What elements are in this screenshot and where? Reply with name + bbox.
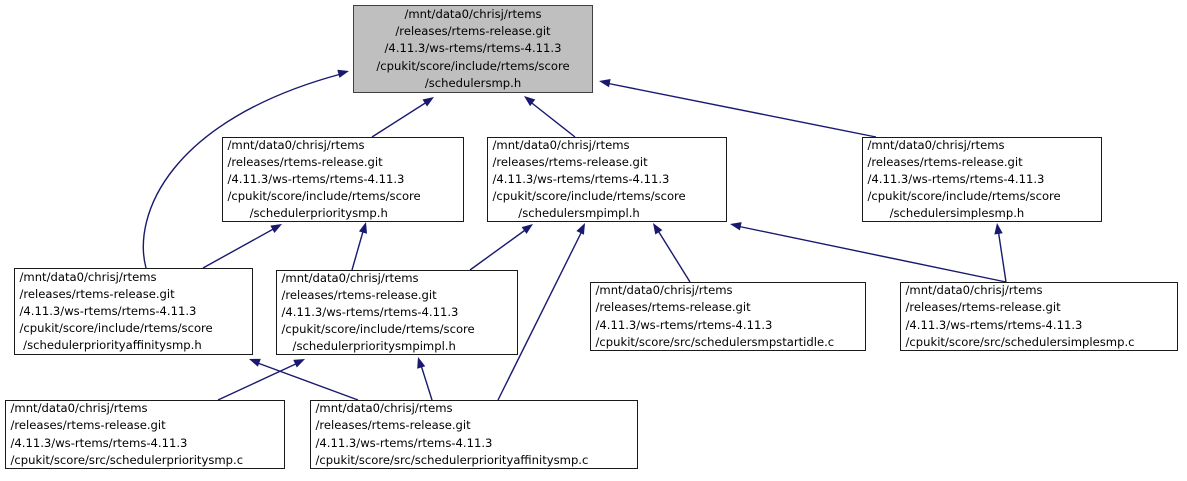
node-text-line: /mnt/data0/chrisj/rtems <box>227 137 365 152</box>
node-text-line: /releases/rtems-release.git <box>19 286 175 301</box>
graph-node-schedulerprioritysmp-h[interactable]: /mnt/data0/chrisj/rtems/releases/rtems-r… <box>222 137 464 222</box>
graph-node-schedulersimplesmp-h[interactable]: /mnt/data0/chrisj/rtems/releases/rtems-r… <box>862 137 1102 222</box>
edge-schedulersimplesmp-c-to-schedulersmpimpl-h <box>736 225 1007 283</box>
node-text-line: /releases/rtems-release.git <box>315 418 471 433</box>
node-text-line: /mnt/data0/chrisj/rtems <box>492 137 630 152</box>
node-text-line: /4.11.3/ws-rtems/rtems-4.11.3 <box>492 171 670 186</box>
arrowhead-icon <box>524 96 536 107</box>
arrowhead-icon <box>249 358 261 367</box>
edge-schedulersmpstartidle-c-to-schedulersmpimpl-h <box>656 228 691 283</box>
node-text-line: /mnt/data0/chrisj/rtems <box>281 270 419 285</box>
arrowhead-icon <box>521 224 533 234</box>
node-text-line: /schedulersimplesmp.h <box>867 206 1025 221</box>
node-text-line: /cpukit/score/include/rtems/score <box>19 321 213 336</box>
node-text-line: /mnt/data0/chrisj/rtems <box>19 269 157 284</box>
node-text-line: /4.11.3/ws-rtems/rtems-4.11.3 <box>227 171 405 186</box>
arrowhead-icon <box>576 223 585 235</box>
edge-schedulerpriorityaffinitysmp-c-to-schedulerprioritysmpimpl-h <box>419 361 433 401</box>
node-text-line: /releases/rtems-release.git <box>395 24 551 39</box>
arrowhead-icon <box>358 222 368 234</box>
node-text-line: /releases/rtems-release.git <box>227 154 383 169</box>
node-text-line: /cpukit/score/include/rtems/score <box>492 189 686 204</box>
node-text-line: /cpukit/score/include/rtems/score <box>281 322 475 337</box>
node-text-line: /mnt/data0/chrisj/rtems <box>315 401 453 416</box>
graph-node-schedulersmp-h[interactable]: /mnt/data0/chrisj/rtems/releases/rtems-r… <box>353 5 593 93</box>
node-text-line: /cpukit/score/include/rtems/score <box>867 189 1061 204</box>
arrowhead-icon <box>417 357 426 369</box>
graph-node-schedulersimplesmp-c[interactable]: /mnt/data0/chrisj/rtems/releases/rtems-r… <box>900 282 1178 351</box>
arrowhead-icon <box>422 97 434 107</box>
arrowhead-icon <box>994 223 1003 235</box>
node-text-line: /cpukit/score/include/rtems/score <box>376 58 570 73</box>
arrowhead-icon <box>293 359 305 368</box>
graph-node-schedulerprioritysmpimpl-h[interactable]: /mnt/data0/chrisj/rtems/releases/rtems-r… <box>276 270 518 355</box>
arrowhead-icon <box>653 223 663 235</box>
node-text-line: /cpukit/score/src/schedulersmpstartidle.… <box>595 334 835 349</box>
edge-schedulerprioritysmp-h-to-schedulersmp-h <box>371 99 431 138</box>
node-text-line: /mnt/data0/chrisj/rtems <box>905 283 1043 298</box>
edge-schedulerprioritysmpimpl-h-to-schedulersmpimpl-h <box>469 227 529 271</box>
node-text-line: /schedulerprioritysmp.h <box>227 206 388 221</box>
node-text-line: /4.11.3/ws-rtems/rtems-4.11.3 <box>595 317 773 332</box>
node-text-line: /4.11.3/ws-rtems/rtems-4.11.3 <box>315 435 493 450</box>
graph-node-schedulerpriorityaffinitysmp-h[interactable]: /mnt/data0/chrisj/rtems/releases/rtems-r… <box>14 268 253 355</box>
node-text-line: /releases/rtems-release.git <box>595 300 751 315</box>
node-text-line: /4.11.3/ws-rtems/rtems-4.11.3 <box>905 317 1083 332</box>
edge-schedulerprioritysmpimpl-h-to-schedulerprioritysmp-h <box>351 227 365 271</box>
graph-node-schedulersmpstartidle-c[interactable]: /mnt/data0/chrisj/rtems/releases/rtems-r… <box>590 282 866 351</box>
node-text-line: /cpukit/score/src/schedulersimplesmp.c <box>905 334 1135 349</box>
node-text-line: /4.11.3/ws-rtems/rtems-4.11.3 <box>867 171 1045 186</box>
node-text-line: /schedulersmp.h <box>424 75 522 90</box>
edge-schedulersmpimpl-h-to-schedulersmp-h <box>527 99 576 138</box>
node-text-line: /schedulerpriorityaffinitysmp.h <box>19 338 202 353</box>
node-text-line: /4.11.3/ws-rtems/rtems-4.11.3 <box>281 304 459 319</box>
node-text-line: /cpukit/score/include/rtems/score <box>227 189 421 204</box>
graph-node-schedulerpriorityaffinitysmp-c[interactable]: /mnt/data0/chrisj/rtems/releases/rtems-r… <box>310 400 638 469</box>
edge-schedulersimplesmp-h-to-schedulersmp-h <box>605 82 877 138</box>
graph-node-schedulersmpimpl-h[interactable]: /mnt/data0/chrisj/rtems/releases/rtems-r… <box>487 137 727 222</box>
arrowhead-icon <box>599 78 611 88</box>
node-text-line: /cpukit/score/src/schedulerpriorityaffin… <box>315 452 589 467</box>
node-text-line: /releases/rtems-release.git <box>10 418 166 433</box>
arrowhead-icon <box>730 222 742 231</box>
node-text-line: /releases/rtems-release.git <box>905 300 1061 315</box>
node-text-line: /mnt/data0/chrisj/rtems <box>867 137 1005 152</box>
node-text-line: /mnt/data0/chrisj/rtems <box>404 7 542 21</box>
arrowhead-icon <box>337 69 349 78</box>
edge-schedulersimplesmp-c-to-schedulersimplesmp-h <box>997 228 1007 283</box>
node-text-line: /4.11.3/ws-rtems/rtems-4.11.3 <box>19 303 197 318</box>
node-text-line: /releases/rtems-release.git <box>867 154 1023 169</box>
node-text-line: /releases/rtems-release.git <box>492 154 648 169</box>
node-text-line: /4.11.3/ws-rtems/rtems-4.11.3 <box>384 41 562 56</box>
node-text-line: /releases/rtems-release.git <box>281 287 437 302</box>
node-text-line: /4.11.3/ws-rtems/rtems-4.11.3 <box>10 435 188 450</box>
edge-schedulerpriorityaffinitysmp-h-to-schedulerprioritysmp-h <box>202 226 278 269</box>
node-text-line: /cpukit/score/src/schedulerprioritysmp.c <box>10 452 244 467</box>
node-text-line: /mnt/data0/chrisj/rtems <box>10 401 148 416</box>
node-text-line: /schedulerprioritysmpimpl.h <box>281 339 456 354</box>
node-text-line: /schedulersmpimpl.h <box>492 206 640 221</box>
node-text-line: /mnt/data0/chrisj/rtems <box>595 283 733 298</box>
edge-schedulerpriorityaffinitysmp-c-to-schedulerpriorityaffinitysmp-h <box>254 361 359 401</box>
edge-schedulerprioritysmp-c-to-schedulerprioritysmpimpl-h <box>217 361 301 401</box>
graph-node-schedulerprioritysmp-c[interactable]: /mnt/data0/chrisj/rtems/releases/rtems-r… <box>5 400 285 469</box>
